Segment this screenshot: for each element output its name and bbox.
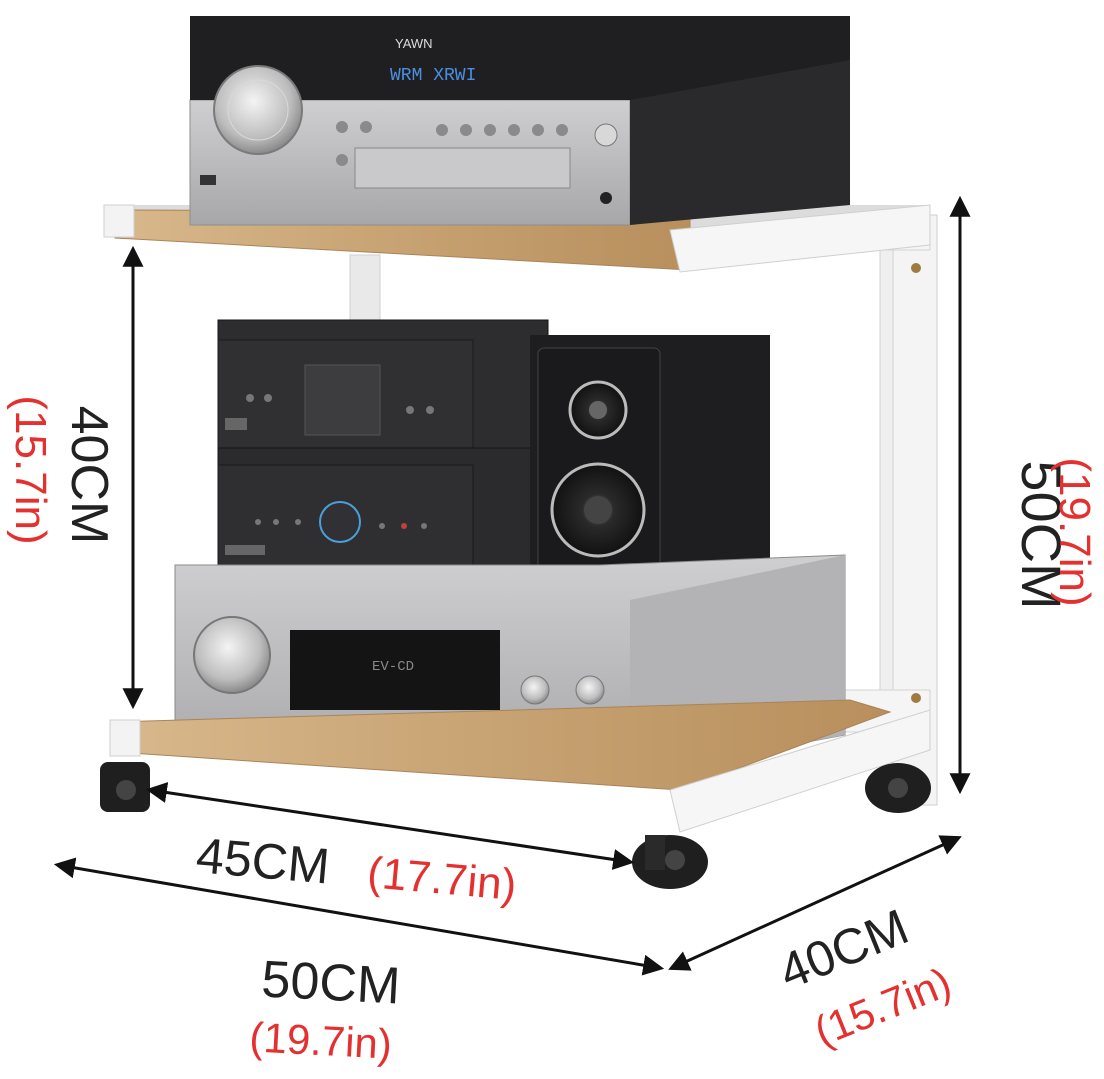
arrow-left-right-icon <box>668 835 962 971</box>
right-height-cm-label: 50CM <box>1010 460 1073 609</box>
control-buttons <box>336 121 568 166</box>
top-device-brand: YAWN <box>395 36 433 51</box>
left-height-in-label: (15.7in) <box>6 395 55 544</box>
volume-knob <box>213 65 303 155</box>
cd-tray <box>354 147 571 189</box>
inner-width-in-label: (17.7in) <box>365 848 518 910</box>
bookshelf-speaker <box>530 335 770 600</box>
left-height-cm-label: 40CM <box>60 406 118 545</box>
frame-screw <box>911 693 921 703</box>
top-device-display: WRM XRWI <box>390 66 476 86</box>
bottom-shelf <box>109 699 931 833</box>
arrow-left-right-icon <box>145 782 635 870</box>
outer-width-cm-label: 50CM <box>260 950 402 1015</box>
navigation-dial <box>319 501 361 543</box>
receiver-knob <box>193 616 271 694</box>
inner-width-cm-label: 45CM <box>194 827 332 894</box>
media-screen <box>304 364 381 436</box>
middle-stack-upper <box>217 319 549 449</box>
receiver-display <box>290 630 500 710</box>
arrow-left-right-icon <box>53 857 665 976</box>
frame-screw <box>911 263 921 273</box>
receiver-display-text: EV-CD <box>372 659 414 675</box>
caster-wheel-icon <box>100 762 150 812</box>
outer-width-in-label: (19.7in) <box>248 1013 393 1067</box>
right-height-in-label: (19.7in) <box>1050 457 1099 606</box>
power-button <box>594 123 618 147</box>
top-stereo-device: YAWN WRM XRWI <box>189 16 850 226</box>
caster-wheel-icon <box>632 835 708 889</box>
caster-wheel-icon <box>865 763 931 813</box>
